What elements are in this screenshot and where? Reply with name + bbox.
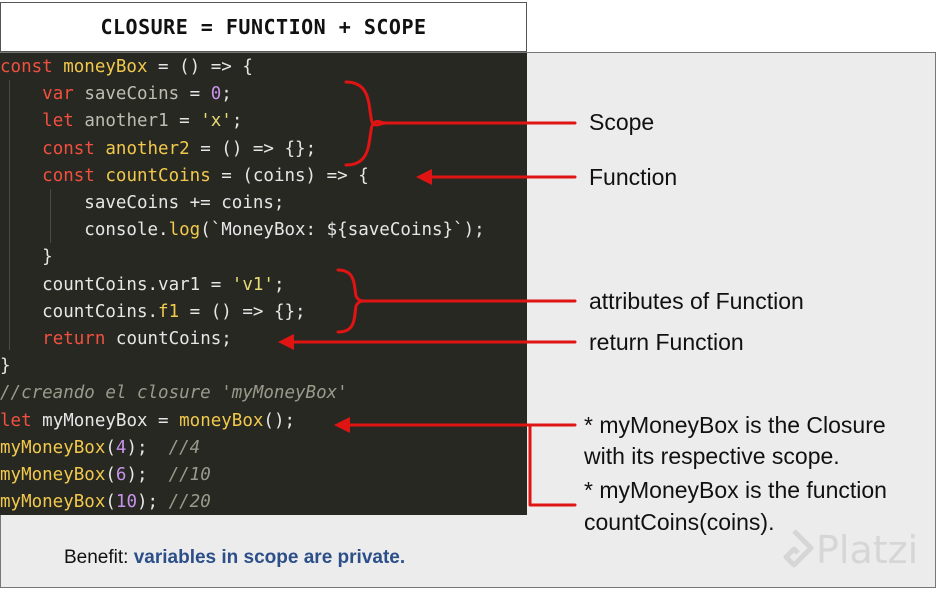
code-token: //20 (168, 492, 211, 513)
return-arrowhead (278, 334, 294, 350)
label-attributes: attributes of Function (589, 288, 804, 314)
code-token: myMoneyBox (0, 492, 106, 513)
code-token: ; (273, 274, 285, 295)
code-line: } (0, 244, 53, 271)
code-token: const (42, 138, 106, 159)
code-token: = () => {}; (189, 138, 317, 159)
code-line: myMoneyBox(4); //4 (0, 435, 200, 462)
code-token: countCoins (105, 165, 211, 186)
code-line: //creando el closure 'myMoneyBox' (0, 380, 348, 407)
code-token: var (42, 84, 85, 105)
code-token: (`MoneyBox: ${saveCoins}`); (200, 220, 485, 241)
code-token: countCoins.var1 = (0, 274, 232, 295)
watermark-text: Platzi (816, 528, 919, 572)
code-token: saveCoins (84, 84, 180, 105)
platzi-watermark: Platzi (772, 528, 918, 572)
code-token: 0 (210, 84, 222, 105)
code-token: ; (221, 84, 232, 105)
benefit-prefix: Benefit: (64, 547, 134, 568)
code-token: log (168, 220, 201, 241)
code-token: 'v1' (231, 274, 274, 295)
label-closure-2: with its respective scope. (584, 443, 840, 469)
label-closure-1: * myMoneyBox is the Closure (584, 412, 886, 438)
code-token: console. (0, 220, 169, 241)
code-token: } (0, 247, 53, 268)
code-line: } (0, 353, 11, 380)
label-function: Function (589, 164, 678, 190)
code-line: return countCoins; (0, 326, 232, 353)
code-line: const another2 = () => {}; (0, 136, 316, 163)
code-token: let (42, 111, 85, 132)
label-function-1: * myMoneyBox is the function (584, 477, 887, 503)
code-token: let (0, 410, 43, 431)
code-token: ); (136, 492, 169, 513)
code-token: return (42, 329, 116, 349)
label-scope: Scope (589, 109, 655, 135)
code-token: moneyBox (179, 410, 264, 431)
code-token: //4 (168, 437, 201, 458)
code-token: myMoneyBox (42, 410, 148, 431)
code-token: = () => {}; (179, 301, 306, 322)
code-line: myMoneyBox(6); //10 (0, 462, 211, 489)
code-token: saveCoins += coins; (0, 193, 285, 213)
code-line: let another1 = 'x'; (0, 108, 242, 135)
code-token: = (168, 111, 201, 132)
scope-brace (344, 80, 388, 167)
code-line: const moneyBox = () => { (0, 54, 253, 81)
code-token: ); (126, 465, 169, 485)
code-token: = (179, 84, 211, 105)
code-token: = (coins) => { (210, 165, 369, 186)
diagram-title: CLOSURE = FUNCTION + SCOPE (0, 2, 527, 52)
benefit-highlight: variables in scope are private. (133, 547, 406, 568)
code-token: ; (231, 111, 243, 132)
code-token: ( (105, 465, 116, 485)
code-token: = (147, 410, 180, 431)
code-token: 'x' (200, 111, 232, 132)
code-line: countCoins.var1 = 'v1'; (0, 272, 285, 299)
code-line: countCoins.f1 = () => {}; (0, 299, 306, 326)
code-token: 4 (115, 437, 127, 458)
code-line: const countCoins = (coins) => { (0, 163, 369, 190)
function-arrowhead (416, 169, 432, 185)
code-token: ( (105, 492, 116, 513)
code-token: 10 (115, 492, 137, 513)
code-line: console.log(`MoneyBox: ${saveCoins}`); (0, 217, 485, 244)
label-return: return Function (589, 329, 744, 355)
code-token: const (0, 57, 64, 77)
code-token: } (0, 356, 11, 377)
code-token: another1 (84, 111, 169, 132)
code-token: countCoins; (115, 329, 232, 349)
platzi-logo-icon (783, 529, 814, 568)
code-token: myMoneyBox (0, 437, 106, 458)
code-line: myMoneyBox(10); //20 (0, 489, 211, 515)
code-token: 6 (115, 465, 127, 485)
code-token: ); (126, 437, 169, 458)
indent-guide (9, 80, 10, 350)
code-block: const moneyBox = () => { var saveCoins =… (0, 53, 527, 515)
closure-arrowhead (334, 417, 350, 433)
code-token: countCoins. (0, 301, 159, 322)
code-line: saveCoins += coins; (0, 190, 284, 217)
closure-bracket (528, 423, 577, 507)
benefit-note: Benefit: variables in scope are private. (64, 547, 405, 569)
code-token: moneyBox (63, 57, 148, 77)
code-token: const (42, 165, 106, 186)
code-token: //10 (168, 465, 211, 485)
code-token: f1 (158, 301, 180, 322)
code-line: var saveCoins = 0; (0, 81, 232, 108)
indent-guide (50, 189, 51, 243)
code-token: (); (263, 410, 296, 431)
attributes-brace (336, 268, 370, 334)
code-token: ( (105, 437, 116, 458)
code-token: another2 (105, 138, 190, 159)
code-token: //creando el closure 'myMoneyBox' (0, 383, 348, 404)
code-line: let myMoneyBox = moneyBox(); (0, 408, 295, 435)
code-token: = () => { (147, 57, 253, 77)
label-function-2: countCoins(coins). (584, 509, 775, 535)
code-token: myMoneyBox (0, 465, 106, 485)
